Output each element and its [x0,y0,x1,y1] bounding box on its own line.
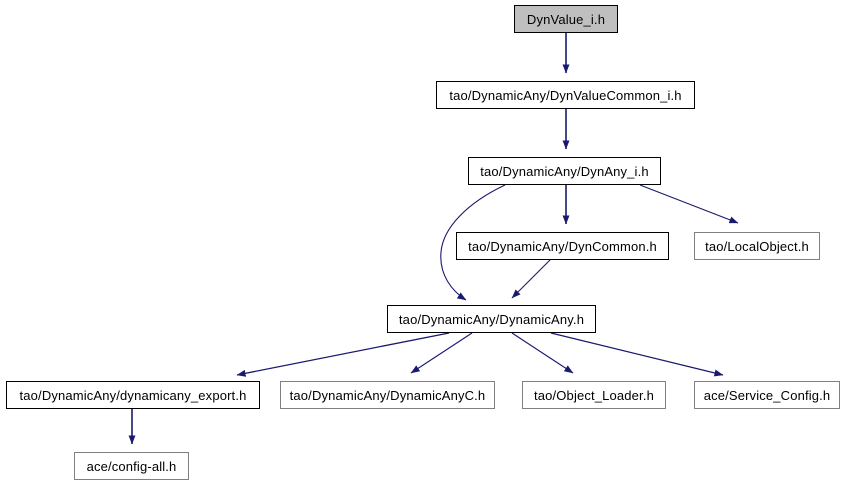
node-label: DynValue_i.h [526,11,606,27]
node-dynvaluecommon-i-h[interactable]: tao/DynamicAny/DynValueCommon_i.h [436,81,695,109]
node-label: tao/DynamicAny/DynamicAnyC.h [289,387,486,403]
node-label: tao/DynamicAny/dynamicany_export.h [19,387,247,403]
node-localobject-h[interactable]: tao/LocalObject.h [694,232,820,260]
node-dynvalue-i-h[interactable]: DynValue_i.h [514,5,618,33]
edge-dyncommon-to-dynamicany [511,259,551,299]
node-config-all-h[interactable]: ace/config-all.h [74,452,189,480]
node-dynany-i-h[interactable]: tao/DynamicAny/DynAny_i.h [468,157,661,185]
node-dynamicany-export-h[interactable]: tao/DynamicAny/dynamicany_export.h [6,381,260,409]
node-label: ace/config-all.h [86,458,177,474]
node-object-loader-h[interactable]: tao/Object_Loader.h [522,381,666,409]
edge-dynamicany-to-service_config [550,332,724,377]
node-label: tao/DynamicAny/DynValueCommon_i.h [449,87,682,103]
node-label: ace/Service_Config.h [703,387,831,403]
edge-dynamicany-to-object_loader [511,332,574,374]
node-dyncommon-h[interactable]: tao/DynamicAny/DynCommon.h [456,232,669,260]
node-label: tao/DynamicAny/DynAny_i.h [480,163,649,179]
node-service-config-h[interactable]: ace/Service_Config.h [694,381,840,409]
node-dynamicany-h[interactable]: tao/DynamicAny/DynamicAny.h [387,305,596,333]
edge-dynamicany-to-dynamicanyc [410,332,473,374]
node-label: tao/DynamicAny/DynamicAny.h [398,311,585,327]
node-label: tao/LocalObject.h [705,238,809,254]
node-dynamicanyc-h[interactable]: tao/DynamicAny/DynamicAnyC.h [280,381,495,409]
node-label: tao/DynamicAny/DynCommon.h [468,238,657,254]
edge-dynamicany-to-dynamicany_export [236,332,450,377]
node-label: tao/Object_Loader.h [534,387,654,403]
edge-dynany_i-to-localobject [639,184,739,224]
